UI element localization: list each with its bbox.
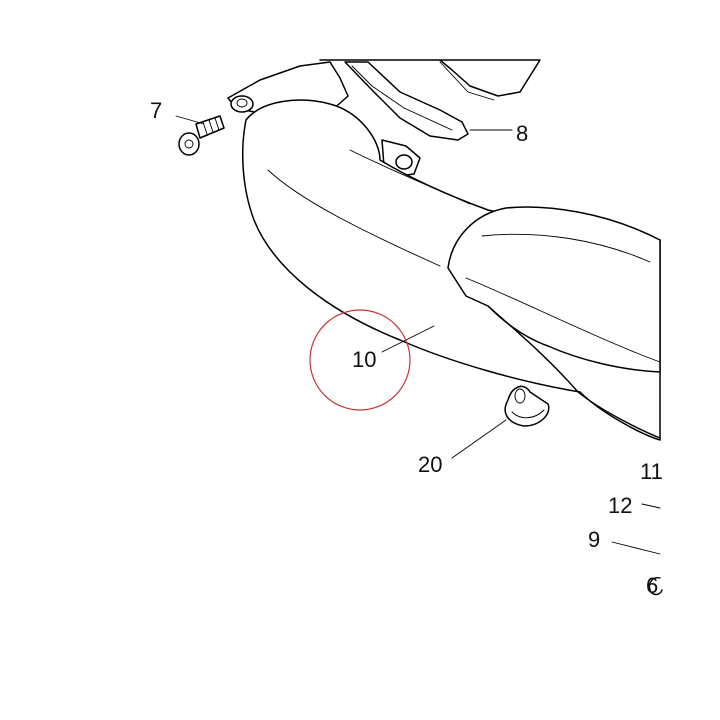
bolt-part bbox=[178, 115, 225, 156]
callout-7: 7 bbox=[150, 98, 162, 123]
leader-12 bbox=[641, 503, 661, 509]
leader-lines bbox=[175, 115, 661, 555]
muffler-body bbox=[241, 99, 661, 441]
callout-11: 11 bbox=[640, 459, 663, 484]
callout-6-partial: 6 bbox=[646, 573, 658, 598]
leader-9 bbox=[611, 541, 661, 555]
highlight-circle bbox=[309, 309, 411, 411]
callout-9: 9 bbox=[588, 527, 600, 552]
leader-10 bbox=[381, 325, 435, 353]
leader-20 bbox=[451, 419, 507, 459]
callout-10: 10 bbox=[352, 347, 376, 372]
callout-12: 12 bbox=[608, 493, 632, 518]
callout-20: 20 bbox=[418, 452, 442, 477]
part-6-shape bbox=[648, 576, 663, 596]
callout-8: 8 bbox=[516, 121, 528, 146]
gasket-plate bbox=[319, 59, 541, 141]
clamp-part bbox=[504, 385, 550, 427]
leader-7 bbox=[175, 115, 205, 125]
